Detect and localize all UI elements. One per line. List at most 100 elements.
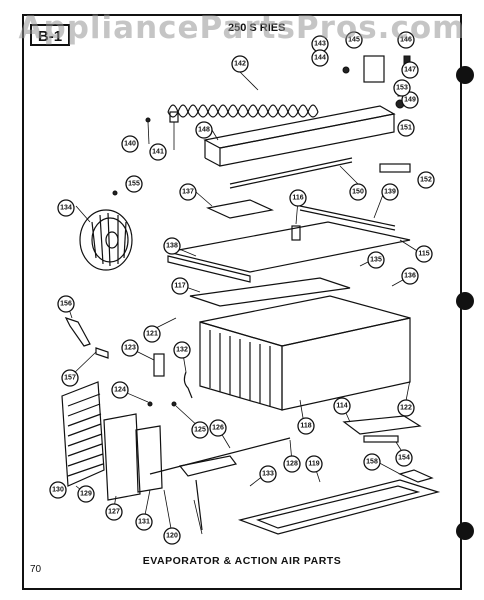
callout-number: 141 — [152, 149, 164, 156]
callout-151: 151 — [397, 119, 415, 137]
callout-number: 144 — [314, 55, 326, 62]
callout-146: 146 — [397, 31, 415, 49]
callout-number: 127 — [108, 509, 120, 516]
binder-hole-middle — [456, 292, 474, 310]
callout-135: 135 — [367, 251, 385, 269]
callout-number: 139 — [384, 189, 396, 196]
callout-number: 117 — [174, 283, 185, 290]
callout-number: 156 — [60, 301, 72, 308]
callout-number: 126 — [212, 425, 224, 432]
callout-number: 124 — [114, 387, 126, 394]
callout-number: 114 — [336, 403, 347, 410]
callout-number: 155 — [128, 181, 140, 188]
callout-number: 136 — [404, 273, 416, 280]
lever-131 — [178, 455, 238, 531]
callout-125: 125 — [191, 421, 209, 439]
callout-148: 148 — [195, 121, 213, 139]
clip-157 — [95, 347, 109, 359]
callout-number: 147 — [404, 67, 416, 74]
callout-number: 135 — [370, 257, 382, 264]
callout-number: 121 — [146, 331, 158, 338]
callout-123: 123 — [121, 339, 139, 357]
callout-155: 155 — [125, 175, 143, 193]
door-129 — [135, 425, 163, 493]
callout-number: 145 — [348, 37, 360, 44]
callout-145: 145 — [345, 31, 363, 49]
callout-number: 120 — [166, 533, 178, 540]
callout-number: 133 — [262, 471, 274, 478]
callout-115: 115 — [415, 245, 433, 263]
strip-158 — [363, 435, 399, 443]
callout-number: 123 — [124, 345, 136, 352]
page-number: 70 — [30, 564, 42, 575]
callout-140: 140 — [121, 135, 139, 153]
callout-116: 116 — [289, 189, 307, 207]
callout-number: 142 — [234, 61, 246, 68]
callout-134: 134 — [57, 199, 75, 217]
callout-number: 122 — [400, 405, 412, 412]
callout-number: 143 — [314, 41, 326, 48]
callout-119: 119 — [305, 455, 323, 473]
callout-156: 156 — [57, 295, 75, 313]
callout-130: 130 — [49, 481, 67, 499]
callout-number: 149 — [404, 97, 416, 104]
callout-number: 129 — [80, 491, 92, 498]
plate-137 — [206, 199, 274, 219]
callout-number: 134 — [60, 205, 72, 212]
bracket-114 — [342, 415, 422, 435]
damper-door-130 — [103, 413, 141, 501]
callout-number: 157 — [64, 375, 76, 382]
diagram-caption: EVAPORATOR & ACTION AIR PARTS — [142, 555, 342, 567]
strip-150 — [379, 163, 411, 173]
callout-114: 114 — [333, 397, 351, 415]
callout-number: 148 — [198, 127, 210, 134]
callout-number: 118 — [300, 423, 311, 430]
bracket-120 — [398, 469, 434, 483]
callout-139: 139 — [381, 183, 399, 201]
callout-number: 115 — [418, 251, 429, 258]
slide-base — [237, 479, 441, 535]
callout-number: 140 — [124, 141, 136, 148]
callout-141: 141 — [149, 143, 167, 161]
callout-144: 144 — [311, 49, 329, 67]
callout-number: 119 — [308, 461, 319, 468]
callout-126: 126 — [209, 419, 227, 437]
callout-132: 132 — [173, 341, 191, 359]
callout-122: 122 — [397, 399, 415, 417]
callout-number: 150 — [352, 189, 364, 196]
callout-labels: 140 141 142 143 144 145 146 147 148 149 150 151 152 1… — [49, 31, 435, 545]
callout-number: 131 — [138, 519, 150, 526]
callout-number: 130 — [52, 487, 64, 494]
top-panel — [167, 205, 411, 283]
callout-124: 124 — [111, 381, 129, 399]
callout-number: 158 — [366, 459, 378, 466]
callout-129: 129 — [77, 485, 95, 503]
section-box-label: B-1 — [30, 24, 70, 46]
tube-132 — [183, 371, 193, 399]
callout-120: 120 — [163, 527, 181, 545]
callout-number: 146 — [400, 37, 412, 44]
evaporator-coil — [199, 295, 411, 411]
blower-wheel — [79, 209, 133, 271]
series-label: 250 S RIES — [228, 22, 286, 34]
callout-152: 152 — [417, 171, 435, 189]
watermark: AppliancePartsPros.com — [18, 10, 466, 46]
callout-128: 128 — [283, 455, 301, 473]
binder-hole-bottom — [456, 522, 474, 540]
callout-number: 125 — [194, 427, 206, 434]
screw-155 — [112, 190, 118, 196]
callout-121: 121 — [143, 325, 161, 343]
callout-number: 151 — [400, 125, 412, 132]
callout-149: 149 — [401, 91, 419, 109]
screw-125 — [171, 401, 177, 407]
screw-140 — [145, 117, 151, 123]
callout-number: 138 — [166, 243, 178, 250]
callout-153: 153 — [393, 79, 411, 97]
callout-131: 131 — [135, 513, 153, 531]
callout-127: 127 — [105, 503, 123, 521]
rod-126 — [149, 437, 291, 475]
callout-number: 153 — [396, 85, 408, 92]
screw-124 — [147, 401, 153, 407]
callout-number: 152 — [420, 177, 432, 184]
